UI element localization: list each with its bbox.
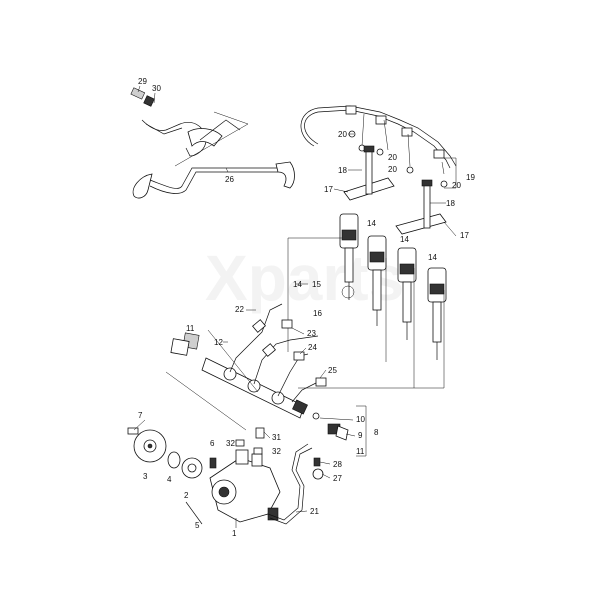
callout-24: 24 xyxy=(308,343,317,352)
callout-14b: 14 xyxy=(400,235,409,244)
fuel-line-21 xyxy=(267,443,313,525)
callout-7: 7 xyxy=(138,411,143,420)
callout-8: 8 xyxy=(374,428,379,437)
callout-19: 19 xyxy=(466,173,475,182)
callout-15: 15 xyxy=(312,280,321,289)
callout-12: 12 xyxy=(214,338,223,347)
callout-17a: 17 xyxy=(324,185,333,194)
injection-lines xyxy=(229,303,327,403)
fitting-32-lower xyxy=(253,447,263,455)
pressure-sensor-11 xyxy=(170,332,200,356)
bolt-6 xyxy=(209,457,217,469)
bolt-5 xyxy=(185,501,203,525)
callout-1: 1 xyxy=(232,529,237,538)
injector-4 xyxy=(427,267,447,360)
callout-14a: 14 xyxy=(367,219,376,228)
callout-14c: 14 xyxy=(428,253,437,262)
callout-22: 22 xyxy=(235,305,244,314)
sprocket-3 xyxy=(133,429,167,463)
callout-28: 28 xyxy=(333,460,342,469)
callout-18a: 18 xyxy=(338,166,347,175)
bolt-28 xyxy=(312,457,324,480)
callout-17b: 17 xyxy=(460,231,469,240)
leader-14-group xyxy=(287,237,342,352)
callout-32b: 32 xyxy=(272,447,281,456)
callout-20c: 20 xyxy=(388,165,397,174)
fuel-hose-26 xyxy=(132,111,295,199)
leak-off-line-19 xyxy=(300,105,457,188)
callout-21: 21 xyxy=(310,507,319,516)
callout-14d: 14 xyxy=(293,280,302,289)
callout-26: 26 xyxy=(225,175,234,184)
callout-10: 10 xyxy=(356,415,365,424)
callout-31: 31 xyxy=(272,433,281,442)
leader-pump xyxy=(165,371,247,431)
callout-4: 4 xyxy=(167,475,172,484)
bracket-8 xyxy=(356,405,367,457)
callout-6: 6 xyxy=(210,439,215,448)
sensor-29 xyxy=(130,85,156,107)
clamp-17-left xyxy=(343,145,395,201)
callout-11a: 11 xyxy=(186,324,195,333)
callout-11b: 11 xyxy=(356,447,365,456)
injector-2 xyxy=(367,235,387,326)
callout-5: 5 xyxy=(195,521,200,530)
fuel-rail-8 xyxy=(201,357,349,441)
callout-30: 30 xyxy=(152,84,161,93)
clamp-17-right xyxy=(395,179,447,235)
callout-23: 23 xyxy=(307,329,316,338)
fitting-31 xyxy=(255,427,265,439)
hub-4 xyxy=(167,451,181,469)
callout-20d: 20 xyxy=(452,181,461,190)
high-pressure-pump-1 xyxy=(209,449,281,523)
callout-20b: 20 xyxy=(388,153,397,162)
hub-2 xyxy=(181,457,203,479)
injector-1 xyxy=(339,213,359,300)
bolt-7 xyxy=(127,427,139,435)
callout-18b: 18 xyxy=(446,199,455,208)
callout-9: 9 xyxy=(358,431,363,440)
callout-32a: 32 xyxy=(226,439,235,448)
callout-2: 2 xyxy=(184,491,189,500)
injector-3 xyxy=(397,247,417,340)
callout-20a: 20 xyxy=(338,130,347,139)
callout-25: 25 xyxy=(328,366,337,375)
callout-29: 29 xyxy=(138,77,147,86)
callout-16: 16 xyxy=(313,309,322,318)
fitting-32-upper xyxy=(235,439,245,447)
bracket-19 xyxy=(444,157,457,189)
callout-3: 3 xyxy=(143,472,148,481)
callout-27: 27 xyxy=(333,474,342,483)
